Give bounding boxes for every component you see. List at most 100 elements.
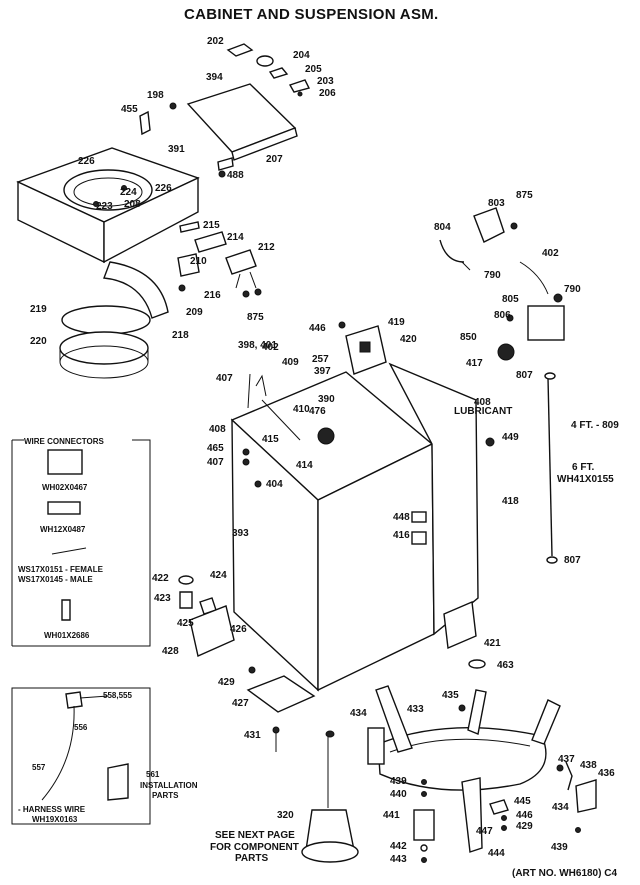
callout-423: 423 bbox=[154, 593, 171, 604]
callout-448: 448 bbox=[393, 512, 410, 523]
callout-440: 440 bbox=[390, 789, 407, 800]
callout-209: 209 bbox=[186, 307, 203, 318]
wire-connector-item-2: WH12X0487 bbox=[40, 525, 86, 534]
callout-439a: 439 bbox=[390, 776, 407, 787]
harness-box bbox=[11, 687, 151, 825]
callout-414: 414 bbox=[296, 460, 313, 471]
part-207 bbox=[217, 157, 234, 171]
callout-804: 804 bbox=[434, 222, 451, 233]
callout-393: 393 bbox=[232, 528, 249, 539]
callout-806: 806 bbox=[494, 310, 511, 321]
callout-402a: 402 bbox=[542, 248, 559, 259]
callout-790a: 790 bbox=[484, 270, 501, 281]
callout-447: 447 bbox=[476, 826, 493, 837]
callout-391: 391 bbox=[168, 144, 185, 155]
callout-408: 408 bbox=[209, 424, 226, 435]
callout-443: 443 bbox=[390, 854, 407, 865]
leveling-legs bbox=[178, 575, 486, 752]
callout-216: 216 bbox=[204, 290, 221, 301]
suspension-rods bbox=[247, 373, 335, 445]
note-6ft: 6 FT. bbox=[572, 462, 594, 473]
callout-442: 442 bbox=[390, 841, 407, 852]
callout-224: 224 bbox=[120, 187, 137, 198]
callout-203: 203 bbox=[317, 76, 334, 87]
callout-415: 415 bbox=[262, 434, 279, 445]
install-parts-2: PARTS bbox=[152, 791, 179, 800]
screw-446 bbox=[338, 321, 346, 329]
callout-202: 202 bbox=[207, 36, 224, 47]
part-434 bbox=[367, 727, 385, 765]
callout-436: 436 bbox=[598, 768, 615, 779]
water-valve-hoses bbox=[439, 207, 565, 361]
callout-790b: 790 bbox=[564, 284, 581, 295]
callout-416: 416 bbox=[393, 530, 410, 541]
wire-connectors-box bbox=[11, 439, 151, 647]
callout-204: 204 bbox=[293, 50, 310, 61]
callout-407b: 407 bbox=[207, 457, 224, 468]
callout-441: 441 bbox=[383, 810, 400, 821]
note-see-next-3: PARTS bbox=[235, 853, 268, 864]
callout-320: 320 bbox=[277, 810, 294, 821]
callout-434b: 434 bbox=[552, 802, 569, 813]
right-small-parts bbox=[556, 761, 597, 833]
callout-404: 404 bbox=[266, 479, 283, 490]
callout-208: 208 bbox=[124, 199, 141, 210]
diagram-title: CABINET AND SUSPENSION ASM. bbox=[184, 6, 439, 23]
callout-215: 215 bbox=[203, 220, 220, 231]
callout-807a: 807 bbox=[516, 370, 533, 381]
clip-449 bbox=[485, 437, 495, 447]
callout-435: 435 bbox=[442, 690, 459, 701]
callout-426: 426 bbox=[230, 624, 247, 635]
callout-428: 428 bbox=[162, 646, 179, 657]
callout-210: 210 bbox=[190, 256, 207, 267]
callout-220: 220 bbox=[30, 336, 47, 347]
callout-434a: 434 bbox=[350, 708, 367, 719]
callout-556: 556 bbox=[74, 723, 88, 732]
callout-803: 803 bbox=[488, 198, 505, 209]
callout-419: 419 bbox=[388, 317, 405, 328]
callout-390: 390 bbox=[318, 394, 335, 405]
callout-421: 421 bbox=[484, 638, 501, 649]
screw-488 bbox=[218, 170, 226, 178]
note-see-next-2: FOR COMPONENT bbox=[210, 842, 299, 853]
wire-connectors-heading: WIRE CONNECTORS bbox=[24, 437, 105, 446]
callout-226: 226 bbox=[78, 156, 95, 167]
callout-807b: 807 bbox=[564, 555, 581, 566]
center-small-parts bbox=[413, 779, 509, 863]
wire-connector-item-4: WH01X2686 bbox=[44, 631, 90, 640]
callout-417: 417 bbox=[466, 358, 483, 369]
callout-875b: 875 bbox=[516, 190, 533, 201]
note-lubricant-num: 408 bbox=[474, 397, 491, 408]
tub-rings-219-220 bbox=[59, 261, 169, 379]
callout-422: 422 bbox=[152, 573, 169, 584]
callout-433: 433 bbox=[407, 704, 424, 715]
callout-465: 465 bbox=[207, 443, 224, 454]
callout-850: 850 bbox=[460, 332, 477, 343]
callout-407a: 407 bbox=[216, 373, 233, 384]
callout-476: 476 bbox=[309, 406, 326, 417]
lid-394 bbox=[186, 83, 298, 161]
callout-198: 198 bbox=[147, 90, 164, 101]
fill-hose bbox=[544, 372, 558, 564]
callout-449: 449 bbox=[502, 432, 519, 443]
note-see-next-1: SEE NEXT PAGE bbox=[215, 830, 295, 841]
note-4ft: 4 FT. - 809 bbox=[571, 420, 619, 431]
callout-223: 223 bbox=[96, 201, 113, 212]
harness-wire-1: - HARNESS WIRE bbox=[18, 805, 86, 814]
note-6ft-part: WH41X0155 bbox=[557, 474, 614, 485]
transmission-320 bbox=[301, 730, 359, 863]
screw-198 bbox=[169, 102, 177, 110]
callout-437: 437 bbox=[558, 754, 575, 765]
callout-805: 805 bbox=[502, 294, 519, 305]
callout-218: 218 bbox=[172, 330, 189, 341]
callout-397: 397 bbox=[314, 366, 331, 377]
callout-418: 418 bbox=[502, 496, 519, 507]
callout-488: 488 bbox=[227, 170, 244, 181]
callout-463: 463 bbox=[497, 660, 514, 671]
callout-205: 205 bbox=[305, 64, 322, 75]
callout-420: 420 bbox=[400, 334, 417, 345]
callout-214: 214 bbox=[227, 232, 244, 243]
harness-wire-2: WH19X0163 bbox=[32, 815, 78, 824]
